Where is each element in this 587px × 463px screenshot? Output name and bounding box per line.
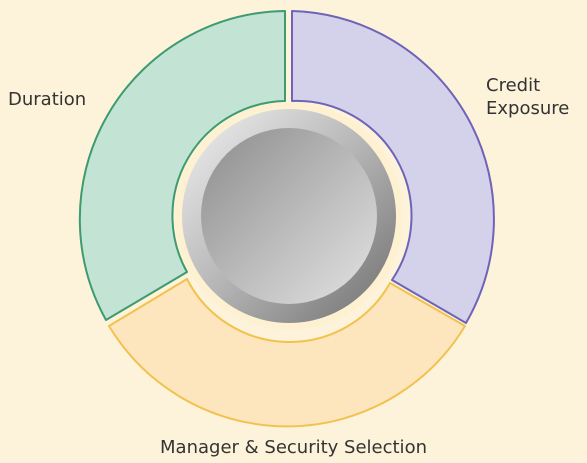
credit-exposure-label-line-2: Exposure [486,98,570,119]
duration-label: Duration [8,89,87,110]
duration-segment[interactable] [78,10,286,321]
center-knob [201,128,377,304]
manager-security-segment[interactable] [108,278,466,428]
credit-exposure-label-line-1: Credit [486,75,541,96]
credit-exposure-segment[interactable] [291,10,495,324]
credit-exposure-label: Credit Exposure [486,74,569,120]
manager-security-label: Manager & Security Selection [160,437,427,458]
